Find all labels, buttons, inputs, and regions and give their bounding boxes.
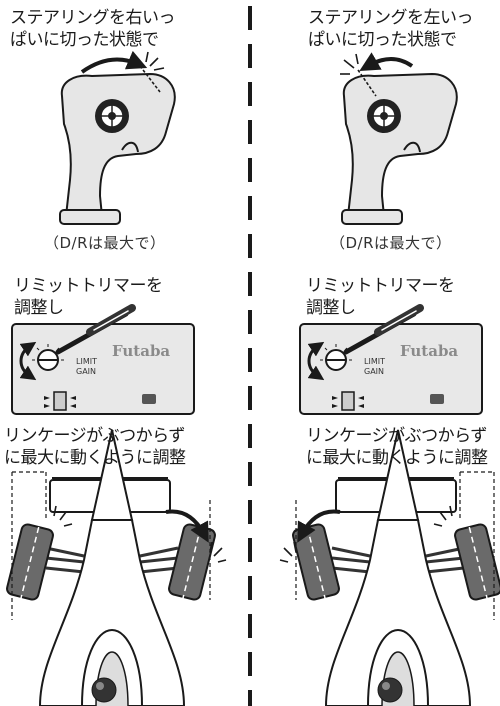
left-linkage-line-1: リンケージがぶつからず — [4, 426, 185, 446]
right-car-turn-arrow — [297, 509, 341, 543]
left-panel-button — [142, 394, 156, 404]
right-transmitter — [340, 52, 458, 225]
left-adjust-arrows — [19, 341, 37, 381]
right-linkage-line-1: リンケージがぶつからず — [306, 426, 487, 446]
right-steering-wheel-icon — [367, 99, 401, 133]
right-limit-line-2: 調整し — [306, 298, 356, 318]
left-car-turn-arrow — [165, 509, 209, 543]
right-suspension-arms — [331, 546, 465, 574]
right-car-right-wheel — [454, 507, 500, 619]
left-indicator-icon — [44, 391, 76, 411]
right-turn-arrow — [359, 52, 414, 72]
left-body — [38, 519, 186, 706]
left-car-left-wheel — [6, 507, 54, 619]
left-caption-line-1: ステアリングを右いっ — [10, 8, 176, 28]
left-trigger — [121, 141, 139, 153]
left-caption-line-2: ぱいに切った状態で — [10, 30, 159, 50]
right-trigger — [403, 141, 421, 153]
left-suspension-arms — [45, 546, 179, 574]
right-caption-line-1: ステアリングを左いっ — [308, 8, 474, 28]
left-car — [6, 429, 227, 706]
left-impact-mark — [139, 51, 165, 93]
right-car — [279, 429, 500, 706]
left-limit-line-1: リミットトリマーを — [14, 276, 163, 296]
right-limit-label: LIMIT — [364, 357, 385, 366]
left-limit-label: LIMIT — [76, 357, 97, 366]
left-limit-line-2: 調整し — [14, 298, 64, 318]
right-gain-label: GAIN — [364, 367, 385, 376]
left-limit-panel — [11, 304, 195, 415]
left-car-right-wheel — [168, 507, 216, 619]
right-panel-button — [430, 394, 444, 404]
right-adjust-arrows — [307, 341, 325, 381]
right-car-impact-marks — [279, 505, 453, 563]
right-driver-helmet — [377, 677, 403, 703]
left-turn-arrow — [80, 50, 148, 74]
left-steering-wheel-icon — [95, 99, 129, 133]
right-limit-panel — [299, 304, 483, 415]
right-impact-mark — [340, 53, 377, 97]
right-futaba-logo: Futaba — [400, 342, 459, 360]
left-dr-note: （D/Rは最大で） — [44, 234, 166, 252]
right-dr-note: （D/Rは最大で） — [330, 234, 452, 252]
right-caption-line-2: ぱいに切った状態で — [308, 30, 457, 50]
right-indicator-icon — [332, 391, 364, 411]
left-transmitter — [59, 50, 176, 225]
left-car-impact-marks — [53, 505, 227, 563]
left-driver-helmet — [91, 677, 117, 703]
right-body — [324, 519, 472, 706]
left-linkage-line-2: に最大に動くように調整 — [4, 448, 186, 468]
right-limit-line-1: リミットトリマーを — [306, 276, 455, 296]
left-gain-label: GAIN — [76, 367, 97, 376]
left-futaba-logo: Futaba — [112, 342, 171, 360]
right-linkage-line-2: に最大に動くように調整 — [306, 448, 488, 468]
